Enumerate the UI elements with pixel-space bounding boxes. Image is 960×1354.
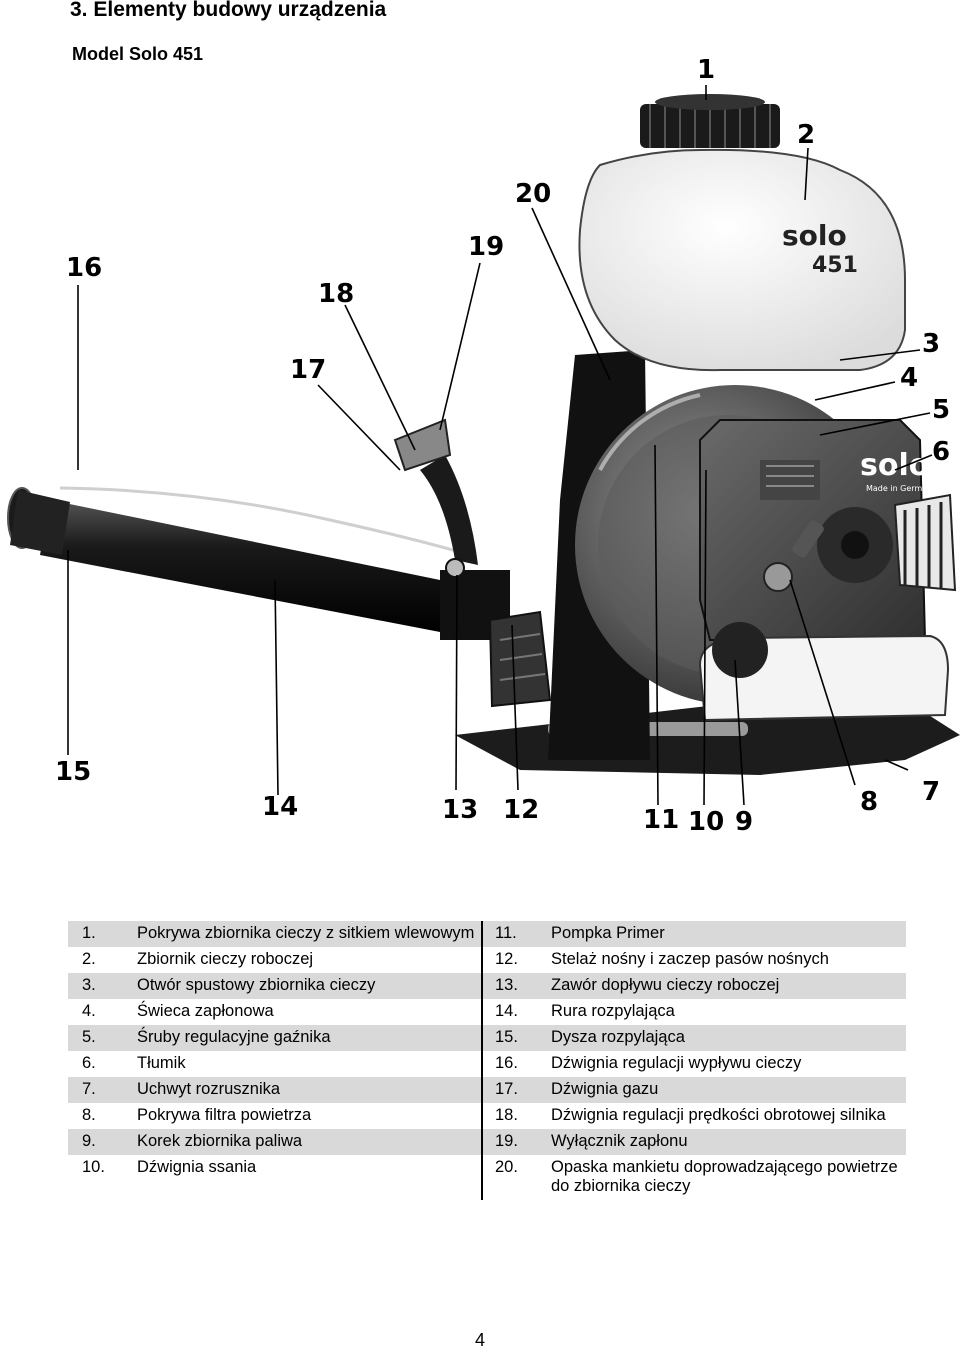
model-title: Model Solo 451 (72, 44, 204, 64)
part-label: Tłumik (137, 1054, 186, 1072)
part-number: 15. (481, 1025, 551, 1051)
part-number: 16. (481, 1051, 551, 1077)
part-number: 5. (68, 1025, 137, 1051)
parts-row: 4. Świeca zapłonowa 14. Rura rozpylająca (68, 999, 906, 1025)
fuel-tank-cap (712, 622, 768, 678)
handle-assembly (393, 418, 478, 578)
part-number: 13. (481, 973, 551, 999)
engine-brand-logo: solo (860, 448, 929, 483)
callout-12: 12 (503, 795, 539, 825)
parts-row: 5. Śruby regulacyjne gaźnika 15. Dysza r… (68, 1025, 906, 1051)
part-label: Korek zbiornika paliwa (137, 1129, 482, 1155)
callout-2: 2 (797, 120, 815, 150)
part-label: Śruby regulacyjne gaźnika (137, 1025, 482, 1051)
primer-pump (763, 562, 793, 592)
part-number: 9. (68, 1129, 137, 1155)
part-label: Zawór dopływu cieczy roboczej (551, 973, 906, 999)
callout-9: 9 (735, 807, 753, 837)
callout-18: 18 (318, 279, 354, 309)
part-number: 7. (68, 1077, 137, 1103)
part-number: 10. (82, 1158, 105, 1176)
part-number: 18. (481, 1103, 551, 1129)
leader-lines (67, 85, 933, 806)
parts-row: 10. Dźwignia ssania 20. Opaska mankietu … (68, 1155, 906, 1200)
parts-row: 9. Korek zbiornika paliwa 19. Wyłącznik … (68, 1129, 906, 1155)
parts-row: 1. Pokrywa zbiornika cieczy z sitkiem wl… (68, 921, 906, 947)
part-label: Świeca zapłonowa (137, 1002, 274, 1020)
parts-row: 2. Zbiornik cieczy roboczej 12. Stelaż n… (68, 947, 906, 973)
callout-19: 19 (468, 232, 504, 262)
part-label: Pokrywa zbiornika cieczy z sitkiem wlewo… (137, 921, 482, 947)
part-number: 1. (68, 921, 137, 947)
callout-20: 20 (515, 179, 551, 209)
callout-4: 4 (900, 363, 918, 393)
spray-tube (7, 486, 510, 640)
part-number: 17. (481, 1077, 551, 1103)
part-label: Stelaż nośny i zaczep pasów nośnych (551, 950, 829, 968)
part-label: Zbiornik cieczy roboczej (137, 950, 314, 968)
callout-17: 17 (290, 355, 326, 385)
callout-11: 11 (643, 805, 679, 835)
callout-5: 5 (932, 395, 950, 425)
part-label: Rura rozpylająca (551, 1002, 675, 1020)
tank-brand-logo: solo (782, 219, 847, 252)
pipe-collar (488, 610, 552, 708)
callout-15: 15 (55, 757, 91, 787)
liquid-tank: solo 451 (578, 148, 906, 372)
part-number: 12. (481, 947, 551, 973)
part-number: 6. (82, 1054, 96, 1072)
part-number: 20. (481, 1155, 551, 1200)
callout-10: 10 (688, 807, 724, 837)
callout-numbers: 1 2 3 4 5 6 7 8 9 10 11 12 13 14 15 16 1… (55, 55, 950, 837)
section-heading: 3. Elementy budowy urządzenia (70, 0, 387, 21)
part-label: Wyłącznik zapłonu (551, 1129, 906, 1155)
callout-16: 16 (66, 253, 102, 283)
tank-cap (640, 94, 780, 148)
sprayer-figure: solo 451 solo Made in Germany (7, 55, 960, 837)
part-number: 14. (481, 999, 551, 1025)
part-label: Uchwyt rozrusznika (137, 1077, 482, 1103)
part-label: Dźwignia regulacji prędkości obrotowej s… (551, 1106, 886, 1124)
engine-brand-tagline: Made in Germany (866, 484, 937, 493)
part-label: Pokrywa filtra powietrza (137, 1106, 312, 1124)
callout-14: 14 (262, 792, 298, 822)
part-number: 4. (82, 1002, 96, 1020)
callout-3: 3 (922, 329, 940, 359)
callout-1: 1 (697, 55, 715, 85)
part-number: 11. (481, 921, 551, 947)
callout-13: 13 (442, 795, 478, 825)
part-label: Pompka Primer (551, 921, 906, 947)
callout-6: 6 (932, 437, 950, 467)
part-label: Opaska mankietu doprowadzającego powietr… (551, 1158, 898, 1195)
air-filter-cover (817, 493, 957, 592)
part-number: 8. (82, 1106, 96, 1124)
parts-row: 6. Tłumik 16. Dźwignia regulacji wypływu… (68, 1051, 906, 1077)
callout-8: 8 (860, 787, 878, 817)
parts-row: 3. Otwór spustowy zbiornika cieczy 13. Z… (68, 973, 906, 999)
parts-row: 8. Pokrywa filtra powietrza 18. Dźwignia… (68, 1103, 906, 1129)
parts-row: 7. Uchwyt rozrusznika 17. Dźwignia gazu (68, 1077, 906, 1103)
part-label: Dźwignia regulacji wypływu cieczy (551, 1054, 802, 1072)
parts-list-table: 1. Pokrywa zbiornika cieczy z sitkiem wl… (68, 921, 906, 1200)
part-label: Dysza rozpylająca (551, 1025, 906, 1051)
starter-handle (792, 520, 824, 558)
part-number: 3. (68, 973, 137, 999)
part-number: 2. (82, 950, 96, 968)
part-label: Dźwignia ssania (137, 1158, 257, 1176)
tank-model-code: 451 (812, 253, 858, 278)
callout-7: 7 (922, 777, 940, 807)
part-number: 19. (481, 1129, 551, 1155)
page-number: 4 (474, 1330, 485, 1350)
part-label: Dźwignia gazu (551, 1077, 906, 1103)
part-label: Otwór spustowy zbiornika cieczy (137, 973, 482, 999)
